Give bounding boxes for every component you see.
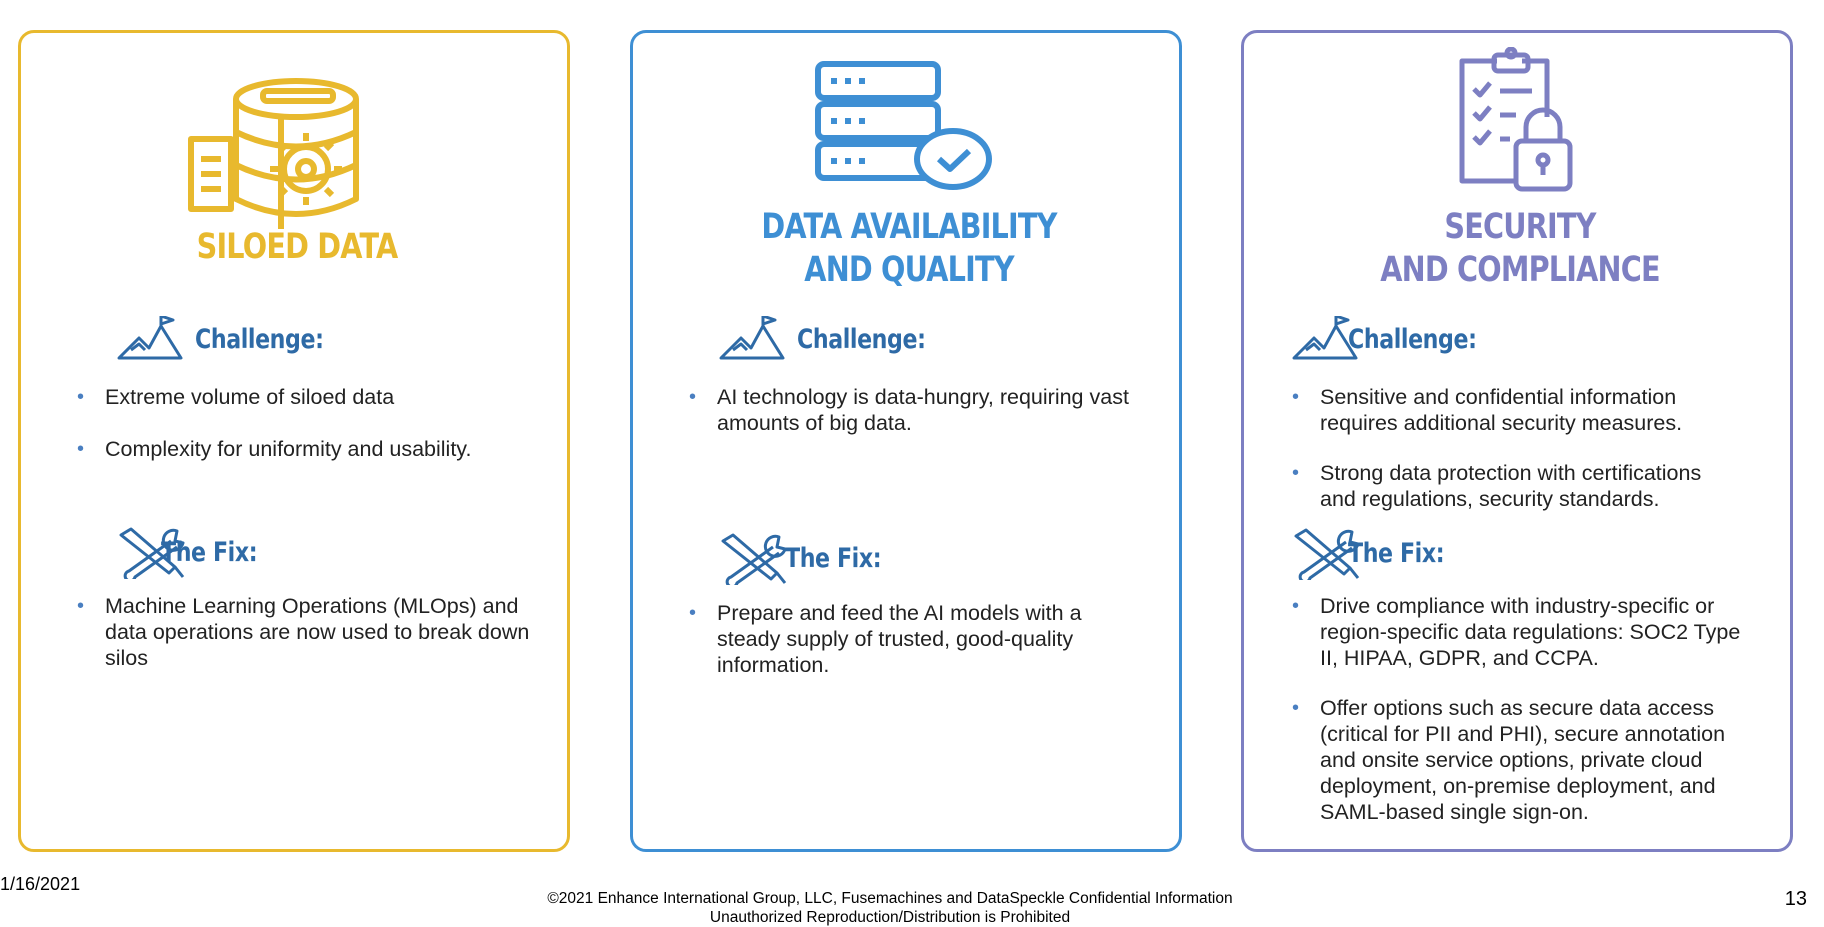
fix-header: The Fix: (1292, 528, 1712, 582)
page-number: 13 (1784, 888, 1807, 910)
card-siloed-data: SILOED DATA Challenge: Extreme volume of… (18, 30, 570, 852)
wrench-screwdriver-icon (1292, 528, 1362, 580)
challenge-label: Challenge: (797, 324, 926, 355)
list-item: Prepare and feed the AI models with a st… (689, 600, 1129, 678)
challenge-list: Sensitive and confidential information r… (1292, 384, 1742, 512)
footer-line-1: ©2021 Enhance International Group, LLC, … (547, 890, 1233, 907)
fix-header: The Fix: (719, 533, 1139, 587)
fix-list: Machine Learning Operations (MLOps) and … (77, 593, 547, 671)
fix-label: The Fix: (161, 537, 258, 568)
card-data-availability: DATA AVAILABILITY AND QUALITY Challenge:… (630, 30, 1182, 852)
challenge-header: Challenge: (719, 316, 1139, 366)
footer-line-2: Unauthorized Reproduction/Distribution i… (709, 909, 1071, 926)
list-item: Drive compliance with industry-specific … (1292, 593, 1742, 671)
footer-confidential-notice: ©2021 Enhance International Group, LLC, … (520, 889, 1260, 927)
mountain-flag-icon (1292, 316, 1358, 362)
fix-list: Prepare and feed the AI models with a st… (689, 600, 1129, 678)
challenge-header: Challenge: (1292, 316, 1712, 366)
fix-label: The Fix: (785, 543, 882, 574)
list-item: Machine Learning Operations (MLOps) and … (77, 593, 547, 671)
list-item: Offer options such as secure data access… (1292, 695, 1742, 825)
card-title: SILOED DATA (196, 227, 399, 267)
list-item: Sensitive and confidential information r… (1292, 384, 1742, 436)
challenge-list: AI technology is data-hungry, requiring … (689, 384, 1129, 436)
fix-list: Drive compliance with industry-specific … (1292, 593, 1742, 825)
mountain-flag-icon (117, 316, 183, 362)
challenge-list: Extreme volume of siloed data Complexity… (77, 384, 547, 462)
footer-date: 1/16/2021 (0, 874, 81, 894)
list-item: AI technology is data-hungry, requiring … (689, 384, 1129, 436)
card-security-compliance: SECURITY AND COMPLIANCE Challenge: Sensi… (1241, 30, 1793, 852)
challenge-label: Challenge: (195, 324, 324, 355)
database-gear-icon (181, 69, 381, 229)
list-item: Complexity for uniformity and usability. (77, 436, 547, 462)
wrench-screwdriver-icon (117, 527, 187, 579)
wrench-screwdriver-icon (719, 533, 789, 585)
card-title: SECURITY AND COMPLIANCE (1380, 207, 1660, 290)
server-check-icon (813, 59, 993, 194)
challenge-header: Challenge: (117, 316, 537, 366)
card-title: DATA AVAILABILITY AND QUALITY (761, 207, 1057, 290)
fix-label: The Fix: (1348, 538, 1445, 569)
list-item: Extreme volume of siloed data (77, 384, 547, 410)
mountain-flag-icon (719, 316, 785, 362)
clipboard-lock-icon (1452, 47, 1582, 197)
fix-header: The Fix: (117, 527, 537, 581)
challenge-label: Challenge: (1348, 324, 1477, 355)
list-item: Strong data protection with certificatio… (1292, 460, 1742, 512)
